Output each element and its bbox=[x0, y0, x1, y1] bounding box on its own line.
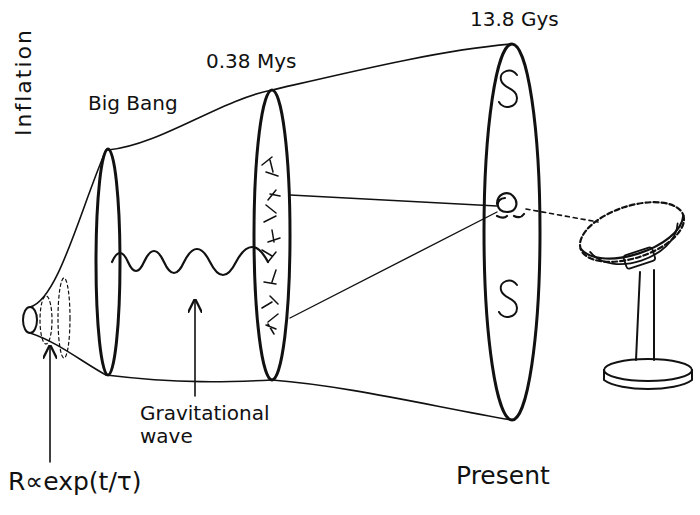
universe-outline bbox=[106, 375, 272, 382]
gravitational-wave bbox=[112, 247, 268, 275]
dish-base bbox=[604, 359, 692, 381]
era-label: Present bbox=[456, 462, 550, 491]
inflation-seed bbox=[23, 307, 37, 333]
light-path bbox=[290, 195, 497, 206]
light-path bbox=[290, 212, 497, 318]
dish-stand bbox=[636, 270, 654, 360]
pointer-arrow bbox=[49, 346, 51, 462]
big-bang-ellipse bbox=[96, 149, 120, 375]
time-label: 13.8 Gys bbox=[470, 8, 559, 31]
universe-outline bbox=[272, 44, 512, 90]
dish-rim bbox=[590, 223, 685, 274]
time-label: 0.38 Mys bbox=[206, 50, 296, 73]
universe-outline bbox=[272, 380, 512, 420]
era-label: Big Bang bbox=[88, 92, 178, 115]
era-label: Inflation bbox=[11, 28, 36, 136]
dish-mount bbox=[623, 247, 656, 270]
present-ellipse bbox=[484, 44, 540, 420]
radio-telescope bbox=[573, 191, 694, 281]
line-of-sight bbox=[526, 209, 598, 222]
cmb-fluctuations bbox=[262, 157, 280, 334]
galaxy bbox=[499, 281, 517, 317]
callout-label: Gravitational wave bbox=[140, 402, 290, 448]
dish-base bbox=[604, 370, 692, 389]
cmb-ellipse bbox=[254, 90, 290, 380]
dish-face bbox=[573, 191, 692, 274]
galaxy bbox=[499, 71, 517, 107]
inflation-outline bbox=[30, 333, 106, 375]
our-galaxy bbox=[497, 193, 524, 217]
pointer-arrow bbox=[194, 300, 196, 396]
inflation-outline bbox=[30, 150, 106, 307]
formula-label: R∝exp(t/τ) bbox=[8, 468, 142, 497]
